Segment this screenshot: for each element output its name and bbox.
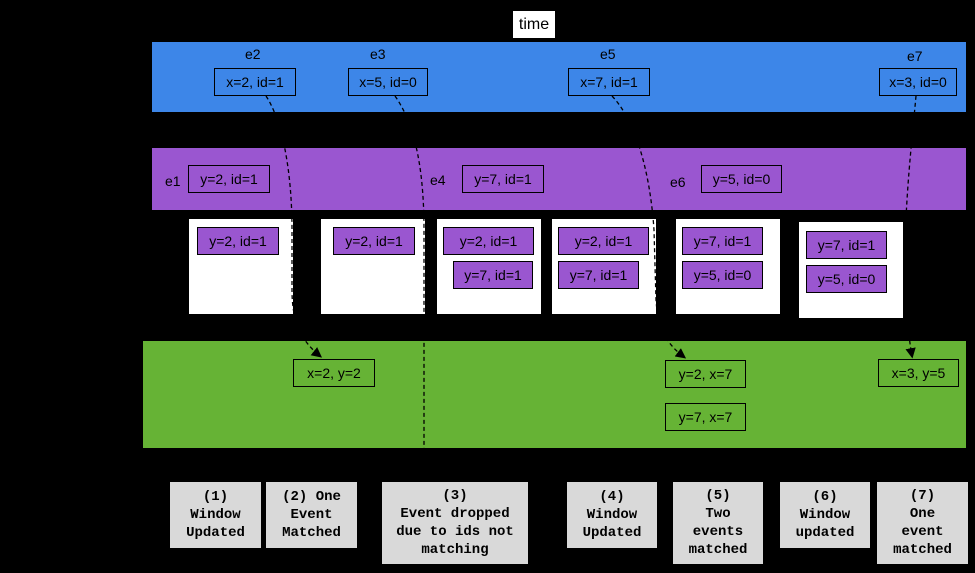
event-e5-label: e5: [600, 46, 616, 62]
window-item: y=2, id=1: [443, 227, 534, 255]
caption-7: (7) One event matched: [877, 482, 968, 564]
event-e1-box: y=2, id=1: [188, 165, 270, 193]
window-5: y=7, id=1 y=5, id=0: [676, 219, 780, 314]
flow-e5: [611, 95, 687, 359]
window-3: y=2, id=1 y=7, id=1: [437, 219, 541, 314]
event-e2-box: x=2, id=1: [214, 68, 296, 96]
window-item: y=5, id=0: [682, 261, 763, 289]
flow-e2: [265, 95, 323, 358]
event-e6-box: y=5, id=0: [701, 165, 782, 193]
event-e4-box: y=7, id=1: [462, 165, 544, 193]
event-e2-label: e2: [245, 46, 261, 62]
caption-1: (1) Window Updated: [170, 482, 261, 548]
window-item: y=7, id=1: [453, 261, 533, 289]
result-box: x=2, y=2: [293, 359, 375, 387]
time-axis-label: time: [513, 11, 555, 38]
window-2: y=2, id=1: [321, 219, 425, 314]
window-item: y=7, id=1: [682, 227, 763, 255]
result-box: y=7, x=7: [665, 403, 746, 431]
caption-3: (3) Event dropped due to ids not matchin…: [382, 482, 528, 564]
window-4: y=2, id=1 y=7, id=1: [552, 219, 656, 314]
window-item: y=2, id=1: [197, 227, 279, 255]
stream-b-band: [152, 148, 966, 210]
window-item: y=7, id=1: [806, 231, 887, 259]
caption-4: (4) Window Updated: [567, 482, 657, 548]
window-item: y=2, id=1: [558, 227, 649, 255]
event-e6-label: e6: [670, 174, 686, 190]
window-1: y=2, id=1: [189, 219, 293, 314]
caption-5: (5) Two events matched: [673, 482, 763, 564]
event-e7-label: e7: [907, 48, 923, 64]
event-e3-label: e3: [370, 46, 386, 62]
flow-e7: [904, 95, 917, 359]
event-e5-box: x=7, id=1: [568, 68, 650, 96]
event-e3-box: x=5, id=0: [348, 68, 428, 96]
result-box: x=3, y=5: [878, 359, 959, 387]
event-e1-label: e1: [165, 173, 181, 189]
window-item: y=7, id=1: [558, 261, 639, 289]
flow-e3: [394, 95, 425, 448]
caption-6: (6) Window updated: [780, 482, 870, 548]
window-6: y=7, id=1 y=5, id=0: [799, 222, 903, 318]
event-e7-box: x=3, id=0: [879, 68, 957, 96]
result-box: y=2, x=7: [665, 360, 746, 388]
window-item: y=2, id=1: [333, 227, 415, 255]
event-e4-label: e4: [430, 172, 446, 188]
window-item: y=5, id=0: [806, 265, 887, 293]
output-band: [143, 341, 966, 448]
caption-2: (2) One Event Matched: [266, 482, 357, 548]
